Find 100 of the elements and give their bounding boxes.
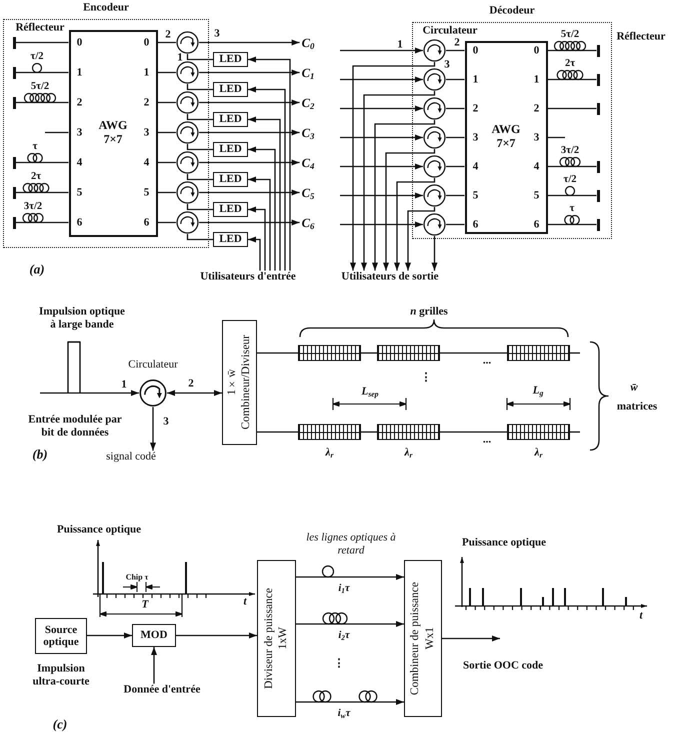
text-label: w̄ bbox=[630, 382, 638, 394]
connector-line bbox=[16, 192, 68, 194]
fiber-grating bbox=[298, 345, 361, 361]
circulator-symbol bbox=[176, 31, 199, 54]
connector-line bbox=[186, 54, 213, 60]
connector-line bbox=[446, 166, 464, 168]
text-label: Circulateur bbox=[422, 24, 478, 38]
text-label: Réflecteur bbox=[616, 30, 666, 44]
circulator-symbol bbox=[176, 61, 199, 84]
arrow bbox=[248, 146, 276, 271]
box-label: Combineur/Diviseur bbox=[240, 335, 253, 430]
port-number: 4 bbox=[144, 156, 150, 169]
text-label: Entrée modulée par bit de données bbox=[27, 413, 123, 439]
port-number: 0 bbox=[534, 44, 540, 57]
arrow bbox=[248, 176, 271, 271]
port-number: 6 bbox=[76, 216, 82, 229]
power-combiner-box bbox=[404, 560, 442, 717]
arrow bbox=[350, 62, 436, 271]
connector-line bbox=[158, 42, 176, 44]
channel-label: C$_{0}$ bbox=[302, 36, 314, 50]
port-number: 1 bbox=[472, 73, 478, 86]
reflector-bar bbox=[12, 96, 16, 108]
circulator-symbol bbox=[423, 97, 446, 120]
led-box bbox=[213, 172, 248, 187]
connector-line bbox=[548, 108, 596, 110]
arrow bbox=[40, 390, 139, 396]
box-label: MOD bbox=[140, 629, 168, 642]
port-number: 1 bbox=[121, 378, 127, 392]
connector-line bbox=[186, 144, 213, 150]
reflector-bar bbox=[596, 190, 600, 202]
arrow bbox=[87, 632, 132, 638]
circulator-symbol bbox=[176, 181, 199, 204]
port-number: 0 bbox=[76, 36, 82, 49]
connector-line bbox=[440, 431, 507, 433]
port-number: 0 bbox=[472, 44, 478, 57]
arrow bbox=[361, 91, 436, 271]
port-number: 5 bbox=[76, 186, 82, 199]
port-number: 2 bbox=[76, 96, 82, 109]
box-label: Combineur de puissance bbox=[409, 582, 422, 696]
connector-line bbox=[16, 222, 68, 224]
connector-line bbox=[16, 42, 68, 44]
reflector-bar bbox=[12, 216, 16, 228]
block-label: AWG 7×7 bbox=[98, 119, 128, 147]
arrow bbox=[383, 149, 436, 271]
connector-line bbox=[16, 162, 68, 164]
edge-label: i$_{w}$τ bbox=[336, 708, 352, 720]
circulator-symbol bbox=[423, 126, 446, 149]
port-number: 2 bbox=[165, 28, 171, 42]
connector-line bbox=[16, 72, 68, 74]
wavelength-label: λ$_{r}$ bbox=[533, 446, 544, 460]
arrow bbox=[199, 130, 300, 136]
port-number: 3 bbox=[472, 131, 478, 144]
text-label: Utilisateurs de sortie bbox=[341, 270, 439, 284]
connector-line bbox=[446, 108, 464, 110]
box-label: LED bbox=[219, 53, 242, 66]
port-number: 5 bbox=[534, 189, 540, 202]
channel-label: C$_{3}$ bbox=[302, 126, 314, 140]
fiber-grating bbox=[377, 345, 440, 361]
text-label: Réflecteur bbox=[16, 22, 64, 34]
port-number: 3 bbox=[163, 416, 169, 428]
led-box bbox=[213, 52, 248, 67]
arrow bbox=[248, 86, 286, 271]
axis-title: Puissance optique bbox=[462, 536, 546, 550]
arrow bbox=[340, 48, 423, 54]
reflector-bar bbox=[596, 44, 600, 56]
connector-line bbox=[440, 352, 507, 354]
channel-label: C$_{1}$ bbox=[302, 66, 314, 80]
dimension-label: T bbox=[142, 598, 148, 612]
arrow bbox=[372, 120, 436, 271]
connector-line bbox=[446, 78, 464, 80]
box-label: Source optique bbox=[42, 624, 80, 648]
arrow bbox=[199, 160, 300, 166]
arrow bbox=[340, 164, 423, 170]
connector-line bbox=[570, 431, 580, 433]
port-number: 2 bbox=[454, 36, 460, 50]
text-label: Utilisateurs d'entrée bbox=[200, 270, 296, 284]
connector-line bbox=[361, 352, 377, 354]
arrow bbox=[151, 647, 157, 684]
arrow bbox=[296, 574, 404, 580]
connector-line bbox=[186, 234, 213, 240]
text-label: Impulsion optique à large bande bbox=[38, 305, 126, 331]
arrow bbox=[340, 134, 423, 140]
awg-block bbox=[464, 40, 548, 234]
symbol-heading: Circulateur bbox=[128, 358, 178, 372]
connector-line bbox=[548, 224, 596, 226]
circulator-symbol bbox=[176, 121, 199, 144]
connector-line bbox=[158, 192, 176, 194]
channel-label: C$_{4}$ bbox=[302, 156, 314, 170]
boundary-heading: Encodeur bbox=[83, 2, 129, 14]
arrow bbox=[199, 70, 300, 76]
panel-label: (b) bbox=[32, 448, 48, 462]
port-number: 1 bbox=[177, 52, 183, 64]
box-label: LED bbox=[219, 173, 242, 186]
led-box bbox=[213, 142, 248, 157]
port-number: 2 bbox=[472, 102, 478, 115]
text-label: Sortie OOC code bbox=[462, 660, 544, 672]
connector-line bbox=[45, 132, 68, 134]
reflector-bar bbox=[596, 74, 600, 86]
port-number: 4 bbox=[534, 160, 540, 173]
channel-label: C$_{2}$ bbox=[302, 96, 314, 110]
